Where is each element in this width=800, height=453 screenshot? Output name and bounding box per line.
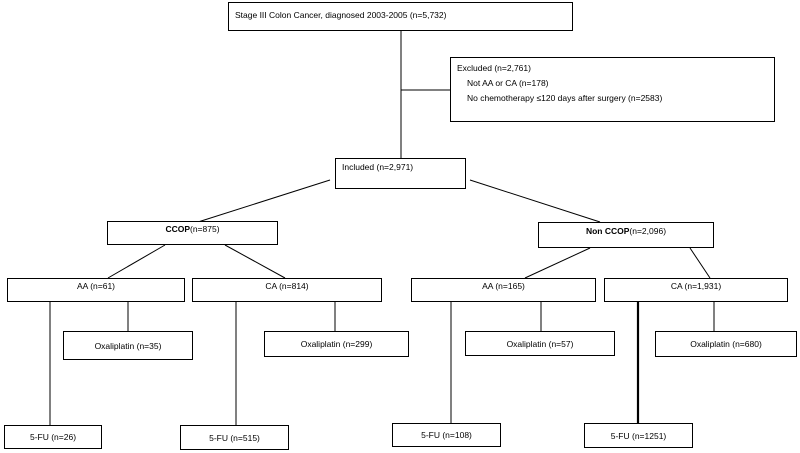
ccop-aa-oxaliplatin-box: Oxaliplatin (n=35) [63,331,193,360]
nonccop-name: Non CCOP [585,226,630,236]
included-box: Included (n=2,971) [335,158,466,189]
nonccop-aa-fu-label: 5-FU (n=108) [421,430,472,440]
ccop-ca-fu-box: 5-FU (n=515) [180,425,289,450]
root-box: Stage III Colon Cancer, diagnosed 2003-2… [228,2,573,31]
ccop-box: CCOP (n=875) [107,221,278,245]
ccop-count: (n=875) [190,224,220,234]
ccop-aa-oxaliplatin-label: Oxaliplatin (n=35) [94,340,162,351]
nonccop-aa-fu-box: 5-FU (n=108) [392,423,501,447]
included-label: Included (n=2,971) [342,162,414,172]
nonccop-ca-fu-label: 5-FU (n=1251) [610,430,667,441]
ccop-name: CCOP [165,224,190,234]
excluded-box: Excluded (n=2,761) Not AA or CA (n=178) … [450,57,775,122]
ccop-aa-fu-box: 5-FU (n=26) [4,425,102,449]
nonccop-ca-label: CA (n=1,931) [670,281,722,291]
nonccop-ca-oxaliplatin-box: Oxaliplatin (n=680) [655,331,797,357]
nonccop-aa-box: AA (n=165) [411,278,596,302]
connector-nonccop-ca [689,247,711,279]
nonccop-box: Non CCOP (n=2,096) [538,222,714,248]
nonccop-ca-fu-box: 5-FU (n=1251) [584,423,693,448]
ccop-ca-oxaliplatin-label: Oxaliplatin (n=299) [300,339,373,349]
ccop-ca-box: CA (n=814) [192,278,382,302]
nonccop-ca-box: CA (n=1,931) [604,278,788,302]
nonccop-count: (n=2,096) [629,226,667,236]
connector-ccop-aa [107,244,166,279]
root-label: Stage III Colon Cancer, diagnosed 2003-2… [235,10,447,20]
nonccop-aa-label: AA (n=165) [482,281,525,291]
ccop-ca-fu-label: 5-FU (n=515) [209,432,260,443]
excluded-reason-race: Not AA or CA (n=178) [467,78,549,88]
connector-included-ccop [197,179,331,223]
ccop-ca-label: CA (n=814) [265,281,309,291]
nonccop-aa-oxaliplatin-label: Oxaliplatin (n=57) [506,338,574,349]
ccop-ca-oxaliplatin-box: Oxaliplatin (n=299) [264,331,409,357]
excluded-title: Excluded (n=2,761) [457,63,531,73]
nonccop-aa-oxaliplatin-box: Oxaliplatin (n=57) [465,331,615,356]
ccop-aa-fu-label: 5-FU (n=26) [29,432,77,442]
connector-nonccop-aa [524,247,591,279]
connector-ccop-ca [224,244,286,279]
nonccop-ca-oxaliplatin-label: Oxaliplatin (n=680) [690,339,762,349]
ccop-aa-label: AA (n=61) [76,281,116,291]
connector-included-nonccop [469,179,601,223]
excluded-reason-chemo: No chemotherapy ≤120 days after surgery … [467,93,663,103]
ccop-aa-box: AA (n=61) [7,278,185,302]
